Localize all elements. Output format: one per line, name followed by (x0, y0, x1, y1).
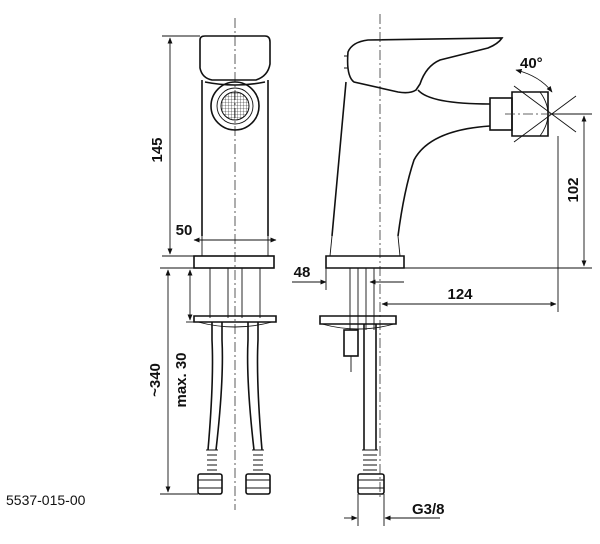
dim-label-max30: max. 30 (173, 352, 190, 407)
angle-ray-2 (513, 95, 577, 143)
front-aerator-mesh (220, 91, 250, 121)
product-code: 5537-015-00 (6, 492, 86, 508)
side-view: 40° (319, 14, 590, 500)
front-body (201, 80, 269, 236)
dim-label-angle: 40° (520, 55, 543, 72)
front-hose-right-outer (246, 322, 255, 451)
dim-label-50: 50 (176, 222, 193, 239)
side-body-rear (397, 125, 491, 237)
front-lever (199, 35, 271, 81)
dim-label-102: 102 (565, 177, 582, 202)
front-aerator-ring (210, 81, 260, 131)
angle-arc (515, 68, 553, 93)
front-nut-right (245, 473, 271, 495)
side-base (325, 255, 405, 269)
side-nut (357, 473, 385, 495)
front-mount-plate (193, 315, 277, 323)
front-aerator-inner (216, 87, 254, 125)
side-dimensions: 102 48 124 G3/8 (292, 113, 592, 526)
dim-label-124: 124 (447, 286, 473, 303)
side-lever (346, 37, 504, 94)
side-stud (343, 329, 359, 357)
dim-label-48: 48 (294, 264, 311, 281)
dim-label-340: ~340 (147, 363, 164, 397)
angle-ray-1 (513, 85, 577, 133)
dim-label-145: 145 (149, 137, 166, 162)
front-base (193, 255, 275, 269)
front-hose-left-outer (207, 322, 214, 451)
front-view (193, 18, 277, 510)
front-nut-left (197, 473, 223, 495)
dim-label-g38: G3/8 (412, 501, 445, 518)
front-body-shoulder (204, 81, 266, 86)
front-dimensions: 145 50 ~340 max. 30 (147, 35, 277, 495)
side-mount-plate (319, 315, 397, 325)
side-body-front (331, 81, 491, 237)
